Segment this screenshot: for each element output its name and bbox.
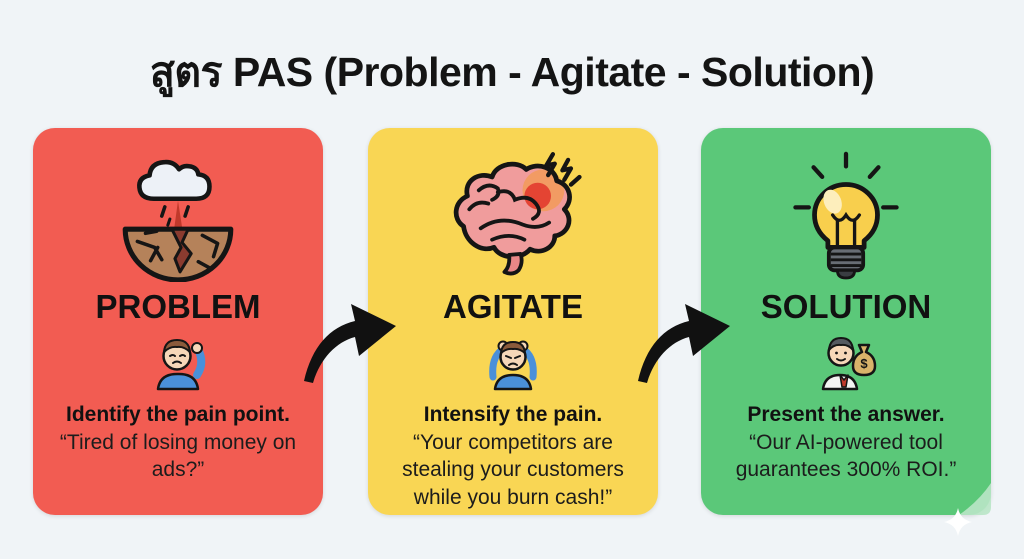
- person-head-in-hands-icon: [481, 327, 545, 395]
- arrow-problem-to-agitate-icon: [304, 304, 396, 383]
- card-problem-title: PROBLEM: [95, 288, 261, 325]
- card-problem: PROBLEM Identify the pain point. “Tired …: [33, 128, 323, 515]
- storm-cracked-earth-icon: [117, 140, 239, 290]
- lightbulb-idea-icon: [784, 140, 908, 290]
- person-scratching-head-icon: [146, 327, 210, 395]
- card-solution-headline: Present the answer.: [747, 403, 945, 426]
- card-solution-quote: “Our AI-powered tool guarantees 300% ROI…: [735, 431, 957, 482]
- card-problem-headline: Identify the pain point.: [66, 403, 290, 426]
- sparkle-icon: [944, 508, 972, 536]
- card-problem-quote: “Tired of losing money on ads?”: [59, 431, 297, 482]
- arrow-agitate-to-solution-icon: [638, 304, 730, 383]
- businessman-money-bag-icon: $: [813, 327, 879, 395]
- svg-text:$: $: [860, 356, 868, 371]
- page-curl-decoration: [959, 483, 991, 515]
- card-agitate-headline: Intensify the pain.: [423, 403, 603, 426]
- card-solution-title: SOLUTION: [760, 288, 932, 325]
- card-agitate-quote: “Your competitors are stealing your cust…: [402, 431, 624, 509]
- card-agitate-title: AGITATE: [443, 288, 583, 325]
- card-solution: SOLUTION $ Present the answer. “Our AI-p…: [701, 128, 991, 515]
- aching-brain-icon: [437, 140, 589, 290]
- card-agitate: AGITATE Intensify the pain. “Your compet…: [368, 128, 658, 515]
- page-title: สูตร PAS (Problem - Agitate - Solution): [149, 49, 875, 95]
